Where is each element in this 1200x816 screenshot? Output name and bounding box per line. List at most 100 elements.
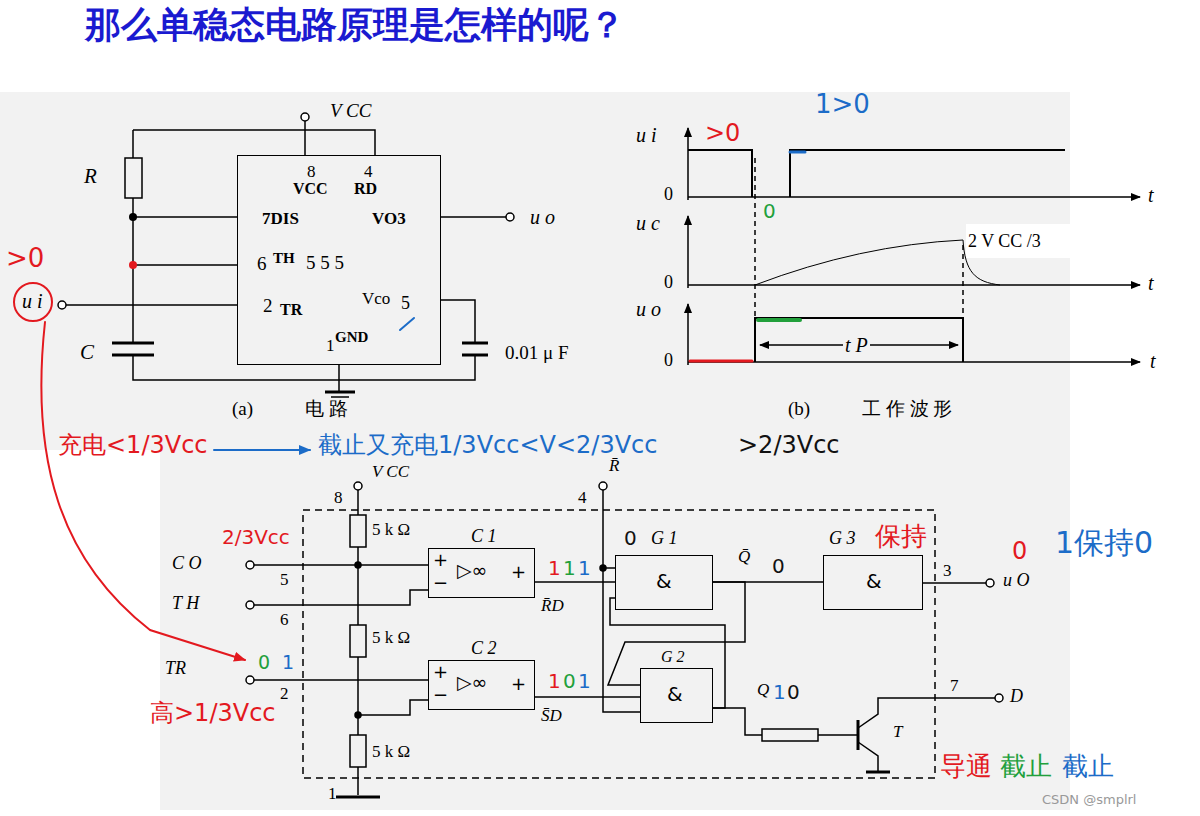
pin-number: 3 — [943, 561, 952, 581]
internal-circuit — [603, 490, 640, 712]
edge-label: Q̄ — [738, 547, 750, 567]
hand-annotation — [400, 318, 414, 330]
node-text: 7DIS — [262, 209, 299, 229]
external-circuit — [129, 213, 137, 221]
internal-circuit — [336, 796, 380, 799]
internal-circuit — [857, 720, 860, 750]
signal-label: u O — [1003, 570, 1030, 591]
internal-circuit — [246, 601, 254, 609]
panel-ground — [966, 224, 1104, 258]
node-text: + — [511, 562, 526, 583]
node-text: 5 5 5 — [306, 252, 344, 274]
supply-label: V CC — [372, 462, 409, 482]
comparator-box: C 2▷∞+−+ — [428, 660, 535, 710]
annotation: 0 — [258, 652, 270, 674]
pin-label: D — [1010, 686, 1023, 707]
wire-connector — [535, 696, 640, 698]
annotation: 0 — [1012, 538, 1027, 566]
comparator-box: C 1▷∞+−+ — [428, 548, 535, 598]
resistor-label: 5 k Ω — [372, 628, 410, 648]
nand-gate: G 2& — [640, 668, 713, 723]
signal-label: Q — [757, 680, 769, 700]
node-text: GND — [335, 329, 368, 346]
external-circuit — [125, 158, 142, 198]
node-text: 4 — [364, 162, 373, 182]
pin-label: T H — [172, 593, 199, 614]
level-label: 2 V CC /3 — [968, 231, 1041, 252]
caption-label: (b) — [788, 398, 810, 420]
node-text: − — [433, 573, 448, 594]
hand-annotation — [758, 318, 800, 322]
node-text: & — [656, 570, 672, 593]
annotation: 截止 — [1062, 752, 1114, 782]
annotation: 1 — [563, 557, 576, 580]
internal-circuit — [713, 708, 858, 735]
component-label: R — [84, 164, 97, 188]
node-text: Vco — [362, 289, 390, 309]
node-text: C 1 — [471, 526, 497, 547]
pin-number: 7 — [950, 676, 959, 696]
value-label: 0.01 μ F — [505, 342, 569, 364]
axis-label: u i — [636, 124, 657, 147]
ic-555-chip: 84VCCRD7DISVO36TH5 5 52TRVco51GND — [237, 155, 441, 365]
waveform-plot — [755, 318, 963, 362]
waveform-plot — [687, 216, 689, 288]
duration-label: t P — [843, 334, 870, 357]
node-text: − — [433, 685, 448, 706]
internal-circuit — [355, 562, 361, 568]
panel-ground — [0, 92, 1070, 450]
hand-annotation — [14, 283, 52, 321]
component-label: C — [80, 340, 94, 364]
external-circuit — [58, 301, 66, 309]
internal-circuit — [357, 490, 359, 795]
waveform-plot — [688, 196, 1140, 198]
external-circuit — [58, 113, 514, 397]
annotation: 1 — [548, 670, 561, 693]
axis-label: 0 — [664, 184, 673, 205]
panel-ground — [0, 92, 1104, 810]
internal-circuit — [246, 676, 254, 684]
internal-circuit — [354, 482, 362, 490]
waveform-plot — [688, 128, 1140, 365]
external-circuit — [133, 121, 375, 158]
axis-label: t — [1148, 184, 1154, 207]
node-text: RD — [354, 180, 377, 198]
internal-circuit — [350, 515, 366, 547]
hand-annotation — [690, 360, 752, 363]
component-label: T — [893, 722, 902, 742]
signal-label: u i — [22, 290, 43, 313]
external-circuit — [331, 396, 349, 398]
annotation: 充电<1/3Vcc — [58, 432, 208, 460]
node-text: 8 — [307, 162, 316, 182]
pin-number: 1 — [328, 784, 337, 804]
annotation: 截止 — [1000, 752, 1052, 782]
pin-number: 8 — [334, 488, 343, 508]
annotation: 1保持0 — [1055, 526, 1153, 561]
pin-number: 5 — [280, 570, 289, 590]
axis-label: 0 — [664, 350, 673, 371]
internal-circuit — [246, 482, 1003, 797]
node-text: & — [866, 570, 882, 593]
annotation: 0 — [624, 527, 637, 550]
annotation: 1 — [548, 557, 561, 580]
waveform-plot — [687, 304, 689, 365]
internal-circuit — [762, 729, 818, 741]
watermark: CSDN @smplrl — [1042, 793, 1136, 808]
external-circuit — [506, 213, 514, 221]
annotation: 1 — [578, 670, 591, 693]
node-text: ▷∞ — [457, 560, 487, 582]
node-text: ▷∞ — [457, 672, 487, 694]
annotation: 保持 — [875, 522, 927, 552]
internal-circuit — [599, 482, 607, 490]
annotation: >0 — [705, 120, 740, 148]
nand-gate: G 1& — [615, 555, 713, 610]
node-text: 6 — [257, 253, 267, 275]
pin-label: TR — [165, 658, 186, 679]
edge-label: R̄D — [541, 596, 564, 616]
panel-ground — [160, 450, 1070, 810]
internal-circuit — [350, 625, 366, 657]
node-text: VCC — [293, 180, 328, 198]
annotation: 导通 — [940, 752, 992, 782]
internal-circuit — [355, 712, 361, 718]
waveform-plot — [755, 158, 963, 362]
